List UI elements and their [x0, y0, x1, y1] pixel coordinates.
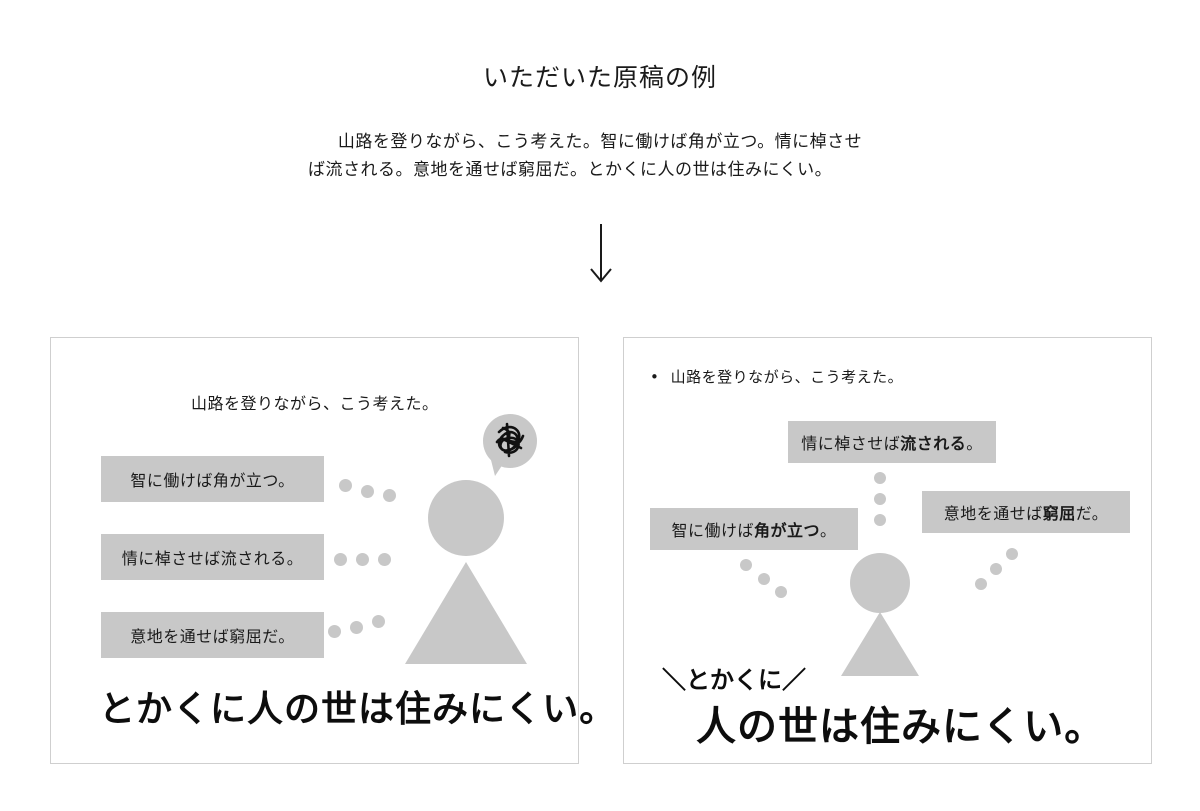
small-heading: ＼とかくに／ [662, 666, 806, 694]
page-title: いただいた原稿の例 [482, 63, 717, 92]
connector-dot [990, 563, 1002, 575]
connector-dot [874, 493, 886, 505]
manuscript-text: 山路を登りながら、こう考えた。智に働けば角が立つ。情に棹させ ば流される。意地を… [300, 128, 900, 184]
connector-dot [372, 615, 385, 628]
down-arrow-icon [590, 224, 612, 283]
idea-box-label: 意地を通せば窮屈だ。 [130, 627, 295, 646]
connector-dot [758, 573, 770, 585]
box-plain-text: 意地を通せば [943, 504, 1043, 523]
idea-box-1: 智に働けば角が立つ。 [101, 456, 324, 502]
intro-text: 山路を登りながら、こう考えた。 [191, 394, 439, 413]
bullet-dot-icon: • [650, 368, 660, 386]
box-tail-text: 。 [820, 521, 837, 540]
connector-dot [775, 586, 787, 598]
idea-box-2: 情に棹させば流される。 [101, 534, 324, 580]
tangled-thought-bubble-icon [483, 414, 537, 476]
manuscript-line-2: ば流される。意地を通せば窮屈だ。とかくに人の世は住みにくい。 [308, 160, 833, 180]
connector-dot [874, 514, 886, 526]
connector-dot [874, 472, 886, 484]
connector-dot [1006, 548, 1018, 560]
right-panel: • 山路を登りながら、こう考えた。 情に棹させば流される。 智に働けば角が立つ。… [623, 337, 1152, 764]
connector-dot [361, 485, 374, 498]
idea-box-kyukutsu: 意地を通せば窮屈だ。 [922, 491, 1130, 533]
connector-dot [740, 559, 752, 571]
idea-box-label: 情に棹させば流される。 [121, 549, 304, 568]
connector-dot [383, 489, 396, 502]
left-panel: 山路を登りながら、こう考えた。 智に働けば角が立つ。 情に棹させば流される。 意… [50, 337, 615, 764]
conclusion-text: 人の世は住みにくい。 [696, 704, 1106, 750]
connector-dot [378, 553, 391, 566]
person-figure-icon [841, 553, 919, 676]
connector-dot [350, 621, 363, 634]
box-tail-text: 。 [966, 434, 983, 453]
bullet-text: 山路を登りながら、こう考えた。 [670, 368, 904, 386]
idea-box-label: 智に働けば角が立つ。 [130, 471, 295, 490]
bullet-item: • 山路を登りながら、こう考えた。 [650, 366, 903, 387]
conclusion-text: とかくに人の世は住みにくい。 [99, 689, 617, 730]
connector-dot [328, 625, 341, 638]
manuscript-line-1: 山路を登りながら、こう考えた。智に働けば角が立つ。情に棹させ [337, 132, 863, 152]
person-figure-icon [405, 480, 527, 664]
connector-dot [339, 479, 352, 492]
box-tail-text: だ。 [1075, 504, 1109, 523]
box-bold-text: 窮屈 [1042, 504, 1076, 523]
connector-dot [975, 578, 987, 590]
idea-box-kado: 智に働けば角が立つ。 [650, 508, 858, 550]
connector-dot [334, 553, 347, 566]
box-plain-text: 情に棹させば [801, 434, 901, 453]
box-bold-text: 流される [900, 434, 967, 453]
box-plain-text: 智に働けば [671, 521, 754, 540]
box-bold-text: 角が立つ [753, 521, 820, 540]
idea-box-3: 意地を通せば窮屈だ。 [101, 612, 324, 658]
connector-dot [356, 553, 369, 566]
idea-box-ryu: 情に棹させば流される。 [788, 421, 996, 463]
